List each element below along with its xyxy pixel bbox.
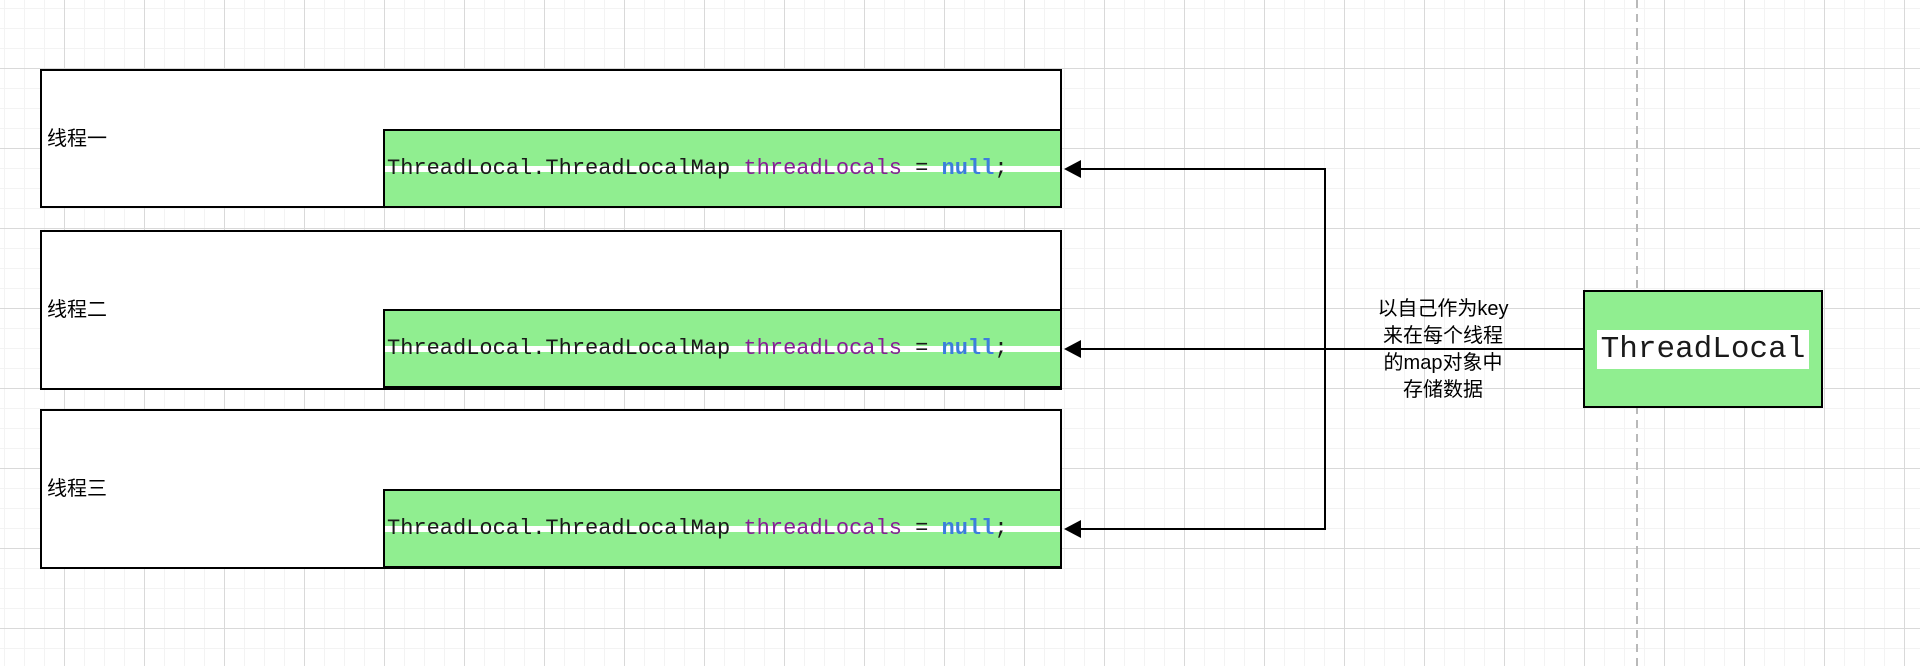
code-type: ThreadLocal.ThreadLocalMap	[387, 155, 744, 181]
code-line: ThreadLocal.ThreadLocalMap threadLocals …	[385, 515, 1008, 541]
code-type: ThreadLocal.ThreadLocalMap	[387, 515, 744, 541]
code-keyword-null: null	[941, 335, 995, 361]
edge-threadlocal-to-thread3[interactable]	[1076, 528, 1326, 530]
code-line: ThreadLocal.ThreadLocalMap threadLocals …	[385, 155, 1008, 181]
threadlocal-node[interactable]: ThreadLocal	[1583, 290, 1823, 408]
code-box-3[interactable]: ThreadLocal.ThreadLocalMap threadLocals …	[383, 489, 1062, 568]
edge-label: 以自己作为key 来在每个线程 的map对象中 存储数据	[1333, 296, 1553, 404]
code-field: threadLocals	[743, 155, 902, 181]
arrowhead-left-icon	[1064, 340, 1081, 358]
code-field: threadLocals	[743, 515, 902, 541]
code-semicolon: ;	[994, 515, 1008, 541]
arrowhead-left-icon	[1064, 520, 1081, 538]
code-highlight-stripe	[385, 345, 1060, 352]
code-semicolon: ;	[994, 335, 1008, 361]
edge-threadlocal-to-thread1[interactable]	[1076, 168, 1326, 170]
code-keyword-null: null	[941, 515, 995, 541]
edge-label-line-3: 的map对象中	[1383, 352, 1503, 374]
arrowhead-left-icon	[1064, 160, 1081, 178]
edge-label-line-4: 存储数据	[1403, 379, 1483, 401]
code-line: ThreadLocal.ThreadLocalMap threadLocals …	[385, 335, 1008, 361]
code-assign: =	[901, 155, 942, 181]
edge-label-line-2: 来在每个线程	[1383, 325, 1503, 347]
edge-label-line-1: 以自己作为key	[1377, 298, 1509, 320]
code-keyword-null: null	[941, 155, 995, 181]
code-assign: =	[901, 515, 942, 541]
code-assign: =	[901, 335, 942, 361]
thread-label: 线程一	[47, 127, 107, 150]
threadlocal-node-label: ThreadLocal	[1596, 329, 1810, 369]
edge-vertical-connector[interactable]	[1324, 168, 1326, 530]
code-type: ThreadLocal.ThreadLocalMap	[387, 335, 744, 361]
code-highlight-stripe	[385, 165, 1060, 172]
code-box-1[interactable]: ThreadLocal.ThreadLocalMap threadLocals …	[383, 129, 1062, 208]
edge-threadlocal-to-thread2[interactable]	[1076, 348, 1585, 350]
thread-label: 线程三	[47, 478, 107, 500]
code-semicolon: ;	[994, 155, 1008, 181]
code-highlight-stripe	[385, 525, 1060, 532]
code-field: threadLocals	[743, 335, 902, 361]
code-box-2[interactable]: ThreadLocal.ThreadLocalMap threadLocals …	[383, 309, 1062, 388]
thread-label: 线程二	[47, 299, 107, 321]
